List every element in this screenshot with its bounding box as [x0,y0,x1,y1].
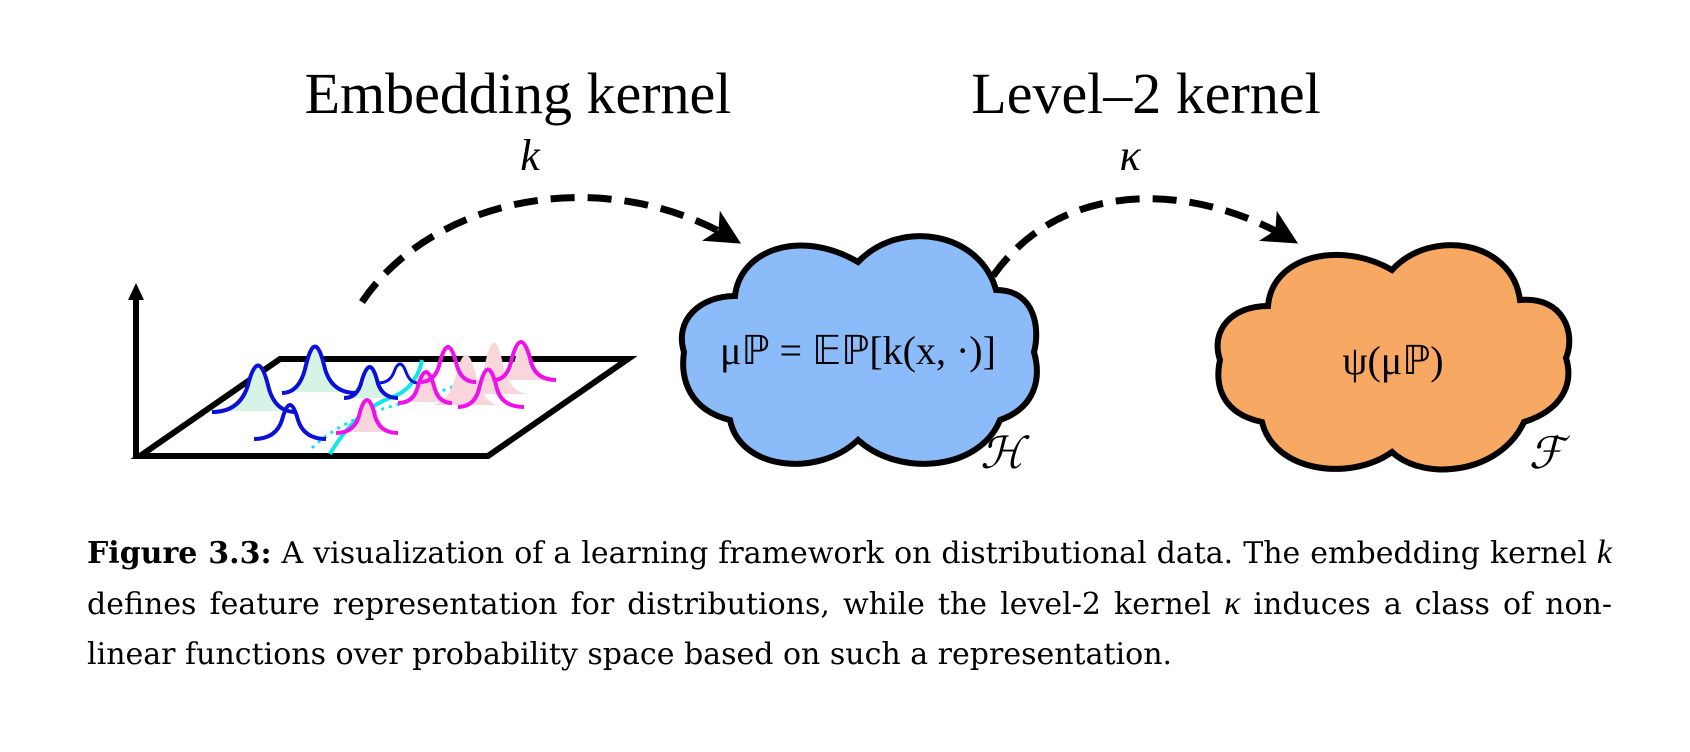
blue-distribution-curve [211,363,297,414]
k-symbol: k [520,131,541,180]
magenta-distribution-curve [457,367,525,409]
level2-arrow [990,195,1299,279]
embedding-arrow [359,194,742,304]
pink-bump [400,371,452,402]
blue-distribution-curve [281,344,357,395]
figure-caption: Figure 3.3: A visualization of a learnin… [87,528,1612,680]
psi-formula: ψ(μℙ) [1342,338,1443,383]
rkhs-cloud-h: μℙ = 𝔼ℙ[k(x, ·)] ℋ [678,233,1040,478]
pink-bump [457,342,530,394]
feature-plane [130,356,638,459]
blue-distribution-curve [377,362,419,385]
caption-k-symbol: k [1596,534,1612,571]
caption-text-3: induces a class of non-linear functions … [87,587,1612,672]
blue-cloud-shape [678,233,1040,467]
hilbert-space-label: ℋ [980,429,1030,478]
blue-distribution-curve [253,403,327,441]
embedding-kernel-title: Embedding kernel [305,61,732,126]
figure-label: Figure 3.3: [87,536,272,571]
mint-bump [348,367,395,398]
caption-text-1: A visualization of a learning framework … [271,536,1597,571]
input-distribution-plot [128,283,638,459]
mean-embedding-formula: μℙ = 𝔼ℙ[k(x, ·)] [720,328,996,373]
level2-kernel-title: Level–2 kernel [971,61,1320,126]
kappa-symbol: κ [1119,131,1141,180]
magenta-distribution-curve [419,345,477,384]
magenta-distribution-curve [397,370,453,405]
blue-distribution-curve [343,365,399,400]
caption-kappa-symbol: κ [1224,585,1241,622]
magenta-distribution-curve [335,398,399,435]
function-space-cloud-f: ψ(μℙ) ℱ [1214,242,1573,478]
magenta-distribution-curve [493,340,557,382]
function-space-label: ℱ [1529,429,1571,478]
caption-text-2: defines feature representation for distr… [87,587,1225,622]
orange-cloud-shape [1214,242,1573,473]
y-axis-arrowhead [128,283,144,300]
